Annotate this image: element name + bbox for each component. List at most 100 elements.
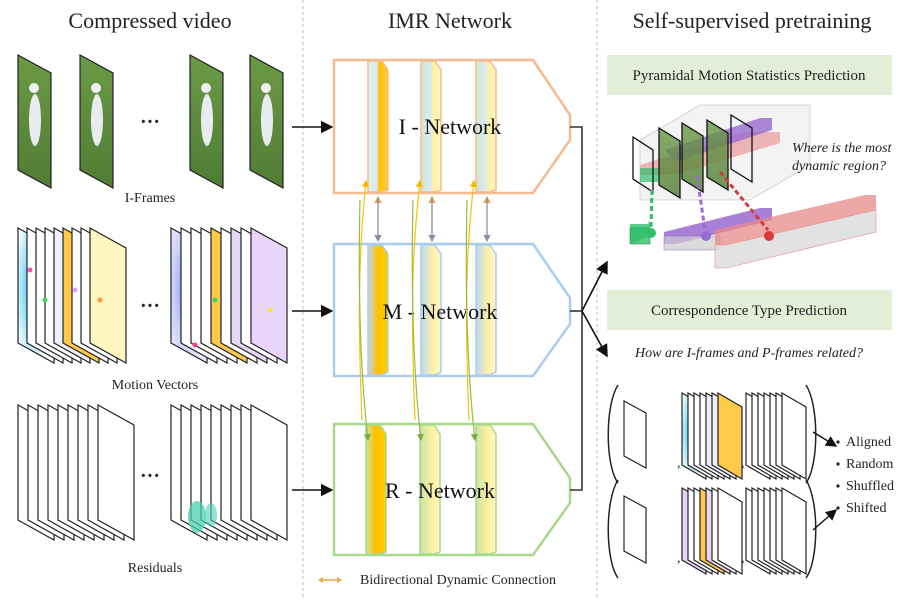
double-arrow-icon [318, 577, 342, 583]
connection-i-r-2-down [411, 199, 424, 442]
pyramid-frame-5 [730, 113, 753, 184]
motion-vector-frame [89, 226, 127, 365]
player-head [91, 83, 101, 93]
motion-speck [192, 342, 198, 348]
comma: , [677, 456, 681, 471]
pyramid-frame-4 [706, 118, 729, 192]
tuple-motion-vector-frame [717, 391, 743, 481]
motion-speck [212, 297, 218, 303]
legend: Bidirectional Dynamic Connection [318, 573, 556, 588]
r-network-layer-2 [419, 424, 441, 555]
tuple1-output-arrow [812, 431, 838, 447]
r-network: R - Network [332, 422, 572, 557]
open-paren [607, 479, 619, 579]
label-i-frames: I-Frames [125, 191, 176, 206]
bullet-icon [836, 484, 840, 488]
bullet-icon [836, 506, 840, 510]
correspondence-option-aligned: Aligned [846, 435, 891, 450]
tuple2-output-arrow [812, 509, 838, 531]
residual-highlight [205, 503, 217, 527]
i-r-connections [358, 179, 478, 442]
ellipsis-i-frames: ··· [140, 111, 160, 133]
m-network-layer-3 [475, 244, 497, 376]
i-network-layer-2 [420, 60, 442, 193]
output-merge-bracket [570, 126, 608, 491]
i-frames-group [17, 53, 284, 190]
pyramidal-motion-illustration [629, 104, 877, 269]
section-title-imr-network: IMR Network [388, 8, 512, 33]
motion-speck [267, 307, 273, 313]
correspondence-option-random: Random [846, 457, 894, 472]
comma: , [677, 551, 681, 566]
correspondence-option-shifted: Shifted [846, 501, 886, 516]
tuple-residual-frame [781, 486, 807, 576]
open-paren [607, 384, 619, 484]
section-title-compressed-video: Compressed video [68, 8, 231, 33]
player-silhouette [261, 94, 273, 146]
m-network-layer-2 [420, 244, 442, 376]
task2-question: How are I-frames and P-frames related? [634, 346, 863, 361]
task1-title: Pyramidal Motion Statistics Prediction [633, 68, 866, 84]
r-network-label: R - Network [385, 478, 495, 503]
motion-speck [27, 267, 33, 273]
ellipsis-motion-vectors: ··· [140, 295, 160, 317]
task1-question-line2: dynamic region? [792, 159, 886, 174]
pyramid-frame-3 [681, 121, 704, 194]
pyramid-frame-2 [658, 126, 681, 200]
i-network-label: I - Network [399, 114, 502, 139]
close-paren [805, 479, 817, 579]
task1-question-line1: Where is the most [792, 141, 893, 156]
motion-vector-frame [250, 226, 288, 365]
m-network: M - Network [332, 242, 572, 378]
r-network-layer-1 [365, 424, 387, 555]
connection-i-r-3-down [465, 199, 478, 442]
task1-title-box [607, 55, 892, 95]
connection-i-r-1-down [358, 199, 371, 442]
r-network-shape [332, 422, 572, 557]
task2-title-box [607, 290, 892, 330]
legend-label: Bidirectional Dynamic Connection [360, 573, 556, 588]
correspondence-tuples: ,,,, [607, 384, 817, 579]
task2-title: Correspondence Type Prediction [651, 303, 848, 319]
residual-highlight [188, 501, 206, 533]
residuals-group [17, 403, 288, 542]
m-network-label: M - Network [383, 299, 498, 324]
bullet-icon [836, 440, 840, 444]
section-title-self-supervised: Self-supervised pretraining [633, 8, 872, 33]
residual-frame [250, 403, 288, 542]
player-silhouette [201, 94, 213, 146]
player-head [29, 83, 39, 93]
r-network-layer-3 [475, 424, 497, 555]
player-head [201, 83, 211, 93]
player-silhouette [29, 94, 41, 146]
i-network-shape [332, 58, 572, 195]
player-silhouette [91, 94, 103, 146]
output-arrow-to-task1 [581, 260, 608, 312]
output-arrow-to-task2 [581, 310, 608, 358]
i-network-layer-3 [475, 60, 497, 193]
correspondence-option-shuffled: Shuffled [846, 479, 894, 494]
comma: , [741, 456, 745, 471]
m-network-shape [332, 242, 572, 378]
ellipsis-residuals: ··· [140, 465, 160, 487]
motion-speck [97, 297, 103, 303]
bullet-icon [836, 462, 840, 466]
m-network-layer-1 [367, 244, 389, 376]
i-network: I - Network [332, 58, 572, 195]
i-network-layer-1 [367, 60, 389, 193]
close-paren [805, 384, 817, 484]
motion-vectors-group [17, 226, 288, 365]
motion-speck [72, 287, 78, 293]
label-motion-vectors: Motion Vectors [112, 378, 198, 393]
tuple-i-frame [623, 494, 647, 565]
tuple-motion-vector-frame [717, 486, 743, 576]
comma: , [741, 551, 745, 566]
tuple-i-frame [623, 399, 647, 470]
motion-speck [42, 297, 48, 303]
tuple-residual-frame [781, 391, 807, 481]
i-m-connections [374, 195, 491, 243]
player-head [261, 83, 271, 93]
label-residuals: Residuals [128, 561, 182, 576]
